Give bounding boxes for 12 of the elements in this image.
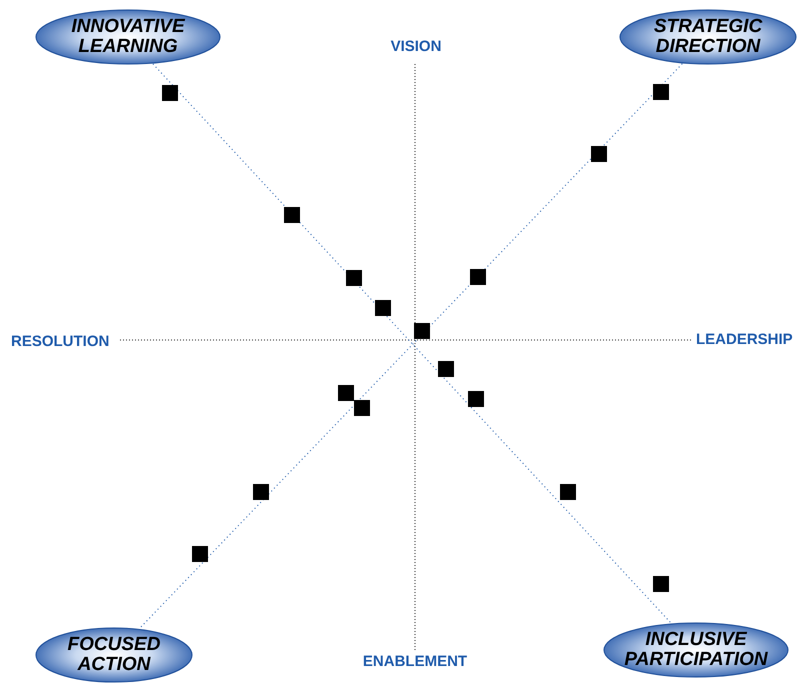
label-ellipse [619, 9, 797, 65]
axis-label: VISION [390, 38, 442, 55]
ellipse-label: INNOVATIVE LEARNING [70, 17, 186, 57]
label-ellipse [35, 9, 221, 65]
axis-label: LEADERSHIP [696, 331, 793, 348]
axis-label: ENABLEMENT [362, 653, 468, 670]
axis-label: RESOLUTION [11, 333, 110, 350]
label-ellipse [35, 627, 193, 683]
label-ellipse [603, 622, 789, 678]
ellipse-label: FOCUSED ACTION [66, 635, 162, 675]
ellipse-label: INCLUSIVE PARTICIPATION [623, 630, 769, 670]
ellipse-label: STRATEGIC DIRECTION [652, 17, 764, 57]
